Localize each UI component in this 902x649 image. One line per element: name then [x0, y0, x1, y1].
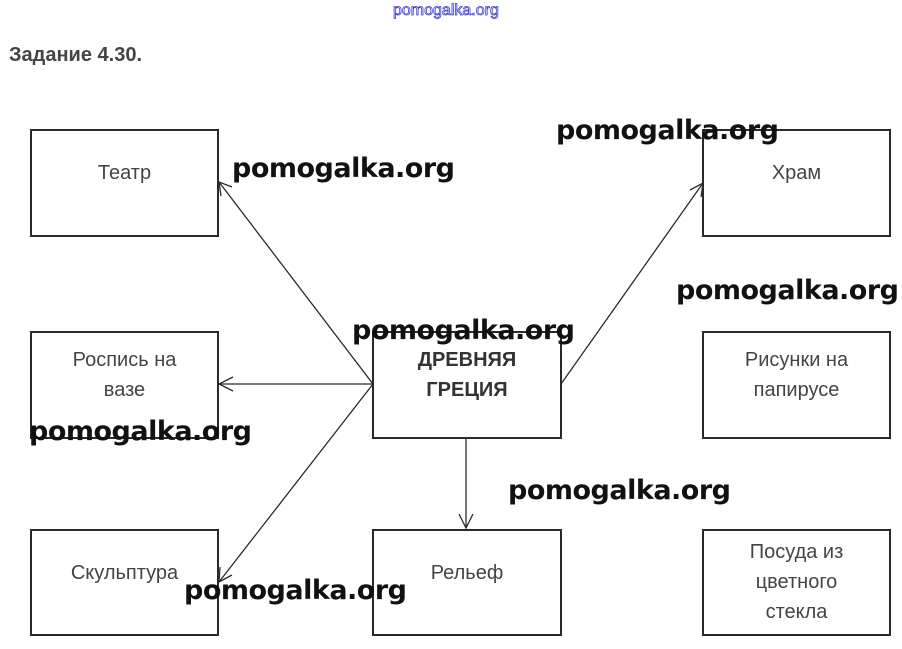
- arrowhead-relief: [458, 513, 474, 530]
- box-theater: Театр: [30, 129, 219, 237]
- top-watermark: pomogalka.org: [393, 2, 500, 20]
- box-sculpture: Скульптура: [30, 529, 219, 636]
- arrowhead-vase-painting: [217, 376, 234, 392]
- box-vase-painting-line1: Роспись на: [72, 349, 177, 371]
- box-papyrus-line1: Рисунки на: [744, 349, 849, 371]
- box-ancient-greece: ДРЕВНЯЯ ГРЕЦИЯ: [372, 331, 562, 439]
- watermark: pomogalka.org: [232, 153, 455, 184]
- box-sculpture-label: Скульптура: [70, 562, 179, 584]
- box-vase-painting-line2: вазе: [103, 379, 146, 401]
- box-glassware-line3: стекла: [765, 601, 828, 623]
- box-relief-label: Рельеф: [430, 562, 504, 584]
- box-temple: Храм: [702, 129, 891, 237]
- center-line2: ГРЕЦИЯ: [426, 379, 508, 401]
- watermark: pomogalka.org: [29, 416, 252, 447]
- box-vase-painting: Роспись на вазе: [30, 331, 219, 439]
- arrowhead-theater: [218, 180, 233, 197]
- box-temple-label: Храм: [771, 162, 822, 184]
- arrow-to-theater: [218, 181, 374, 385]
- center-line1: ДРЕВНЯЯ: [417, 349, 517, 371]
- watermark: pomogalka.org: [508, 475, 731, 506]
- box-glassware-line2: цветного: [755, 571, 838, 593]
- box-relief: Рельеф: [372, 529, 562, 636]
- watermark: pomogalka.org: [676, 275, 899, 306]
- box-theater-label: Театр: [97, 162, 152, 184]
- box-colored-glassware: Посуда из цветного стекла: [702, 529, 891, 636]
- task-title: Задание 4.30.: [9, 44, 143, 66]
- box-glassware-line1: Посуда из: [749, 541, 844, 563]
- watermark: pomogalka.org: [184, 575, 407, 606]
- arrow-to-sculpture: [218, 383, 374, 583]
- box-papyrus-drawings: Рисунки на папирусе: [702, 331, 891, 439]
- watermark: pomogalka.org: [352, 315, 575, 346]
- arrow-to-temple: [560, 182, 704, 385]
- arrowhead-sculpture: [218, 566, 233, 584]
- box-papyrus-line2: папирусе: [753, 379, 840, 401]
- watermark: pomogalka.org: [556, 115, 779, 146]
